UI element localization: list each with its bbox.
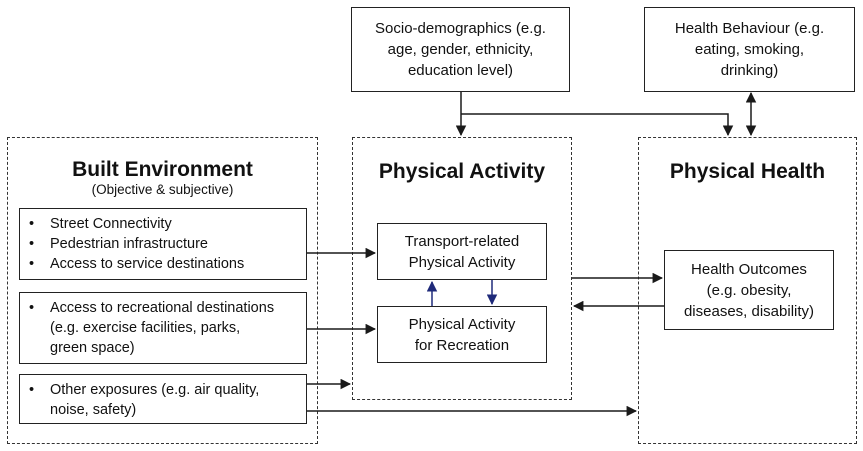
list-item: Street Connectivity [20,214,306,234]
health-behaviour-box: Health Behaviour (e.g. eating, smoking, … [644,7,855,92]
list-item: Access to recreational destinations (e.g… [20,298,306,358]
list-item: Other exposures (e.g. air quality, noise… [20,380,306,420]
physical-health-title: Physical Health [669,160,826,183]
built-environment-group [7,137,318,444]
physical-activity-title: Physical Activity [378,160,546,183]
health-outcomes-box: Health Outcomes (e.g. obesity, diseases,… [664,250,834,330]
list-item: Pedestrian infrastructure [20,234,306,254]
list-item: Access to service destinations [20,254,306,274]
arrow-socio-to-health [461,113,734,137]
built-environment-subtitle: (Objective & subjective) [91,182,234,197]
built-environment-box-other-exposures: Other exposures (e.g. air quality, noise… [19,374,307,424]
physical-health-group [638,137,857,444]
built-environment-box-recreational: Access to recreational destinations (e.g… [19,292,307,364]
socio-demographics-box: Socio-demographics (e.g. age, gender, et… [351,7,570,92]
transport-activity-box: Transport-related Physical Activity [377,223,547,280]
recreation-activity-box: Physical Activity for Recreation [377,306,547,363]
physical-activity-group [352,137,572,400]
built-environment-box-connectivity: Street Connectivity Pedestrian infrastru… [19,208,307,280]
built-environment-title: Built Environment [72,158,253,181]
